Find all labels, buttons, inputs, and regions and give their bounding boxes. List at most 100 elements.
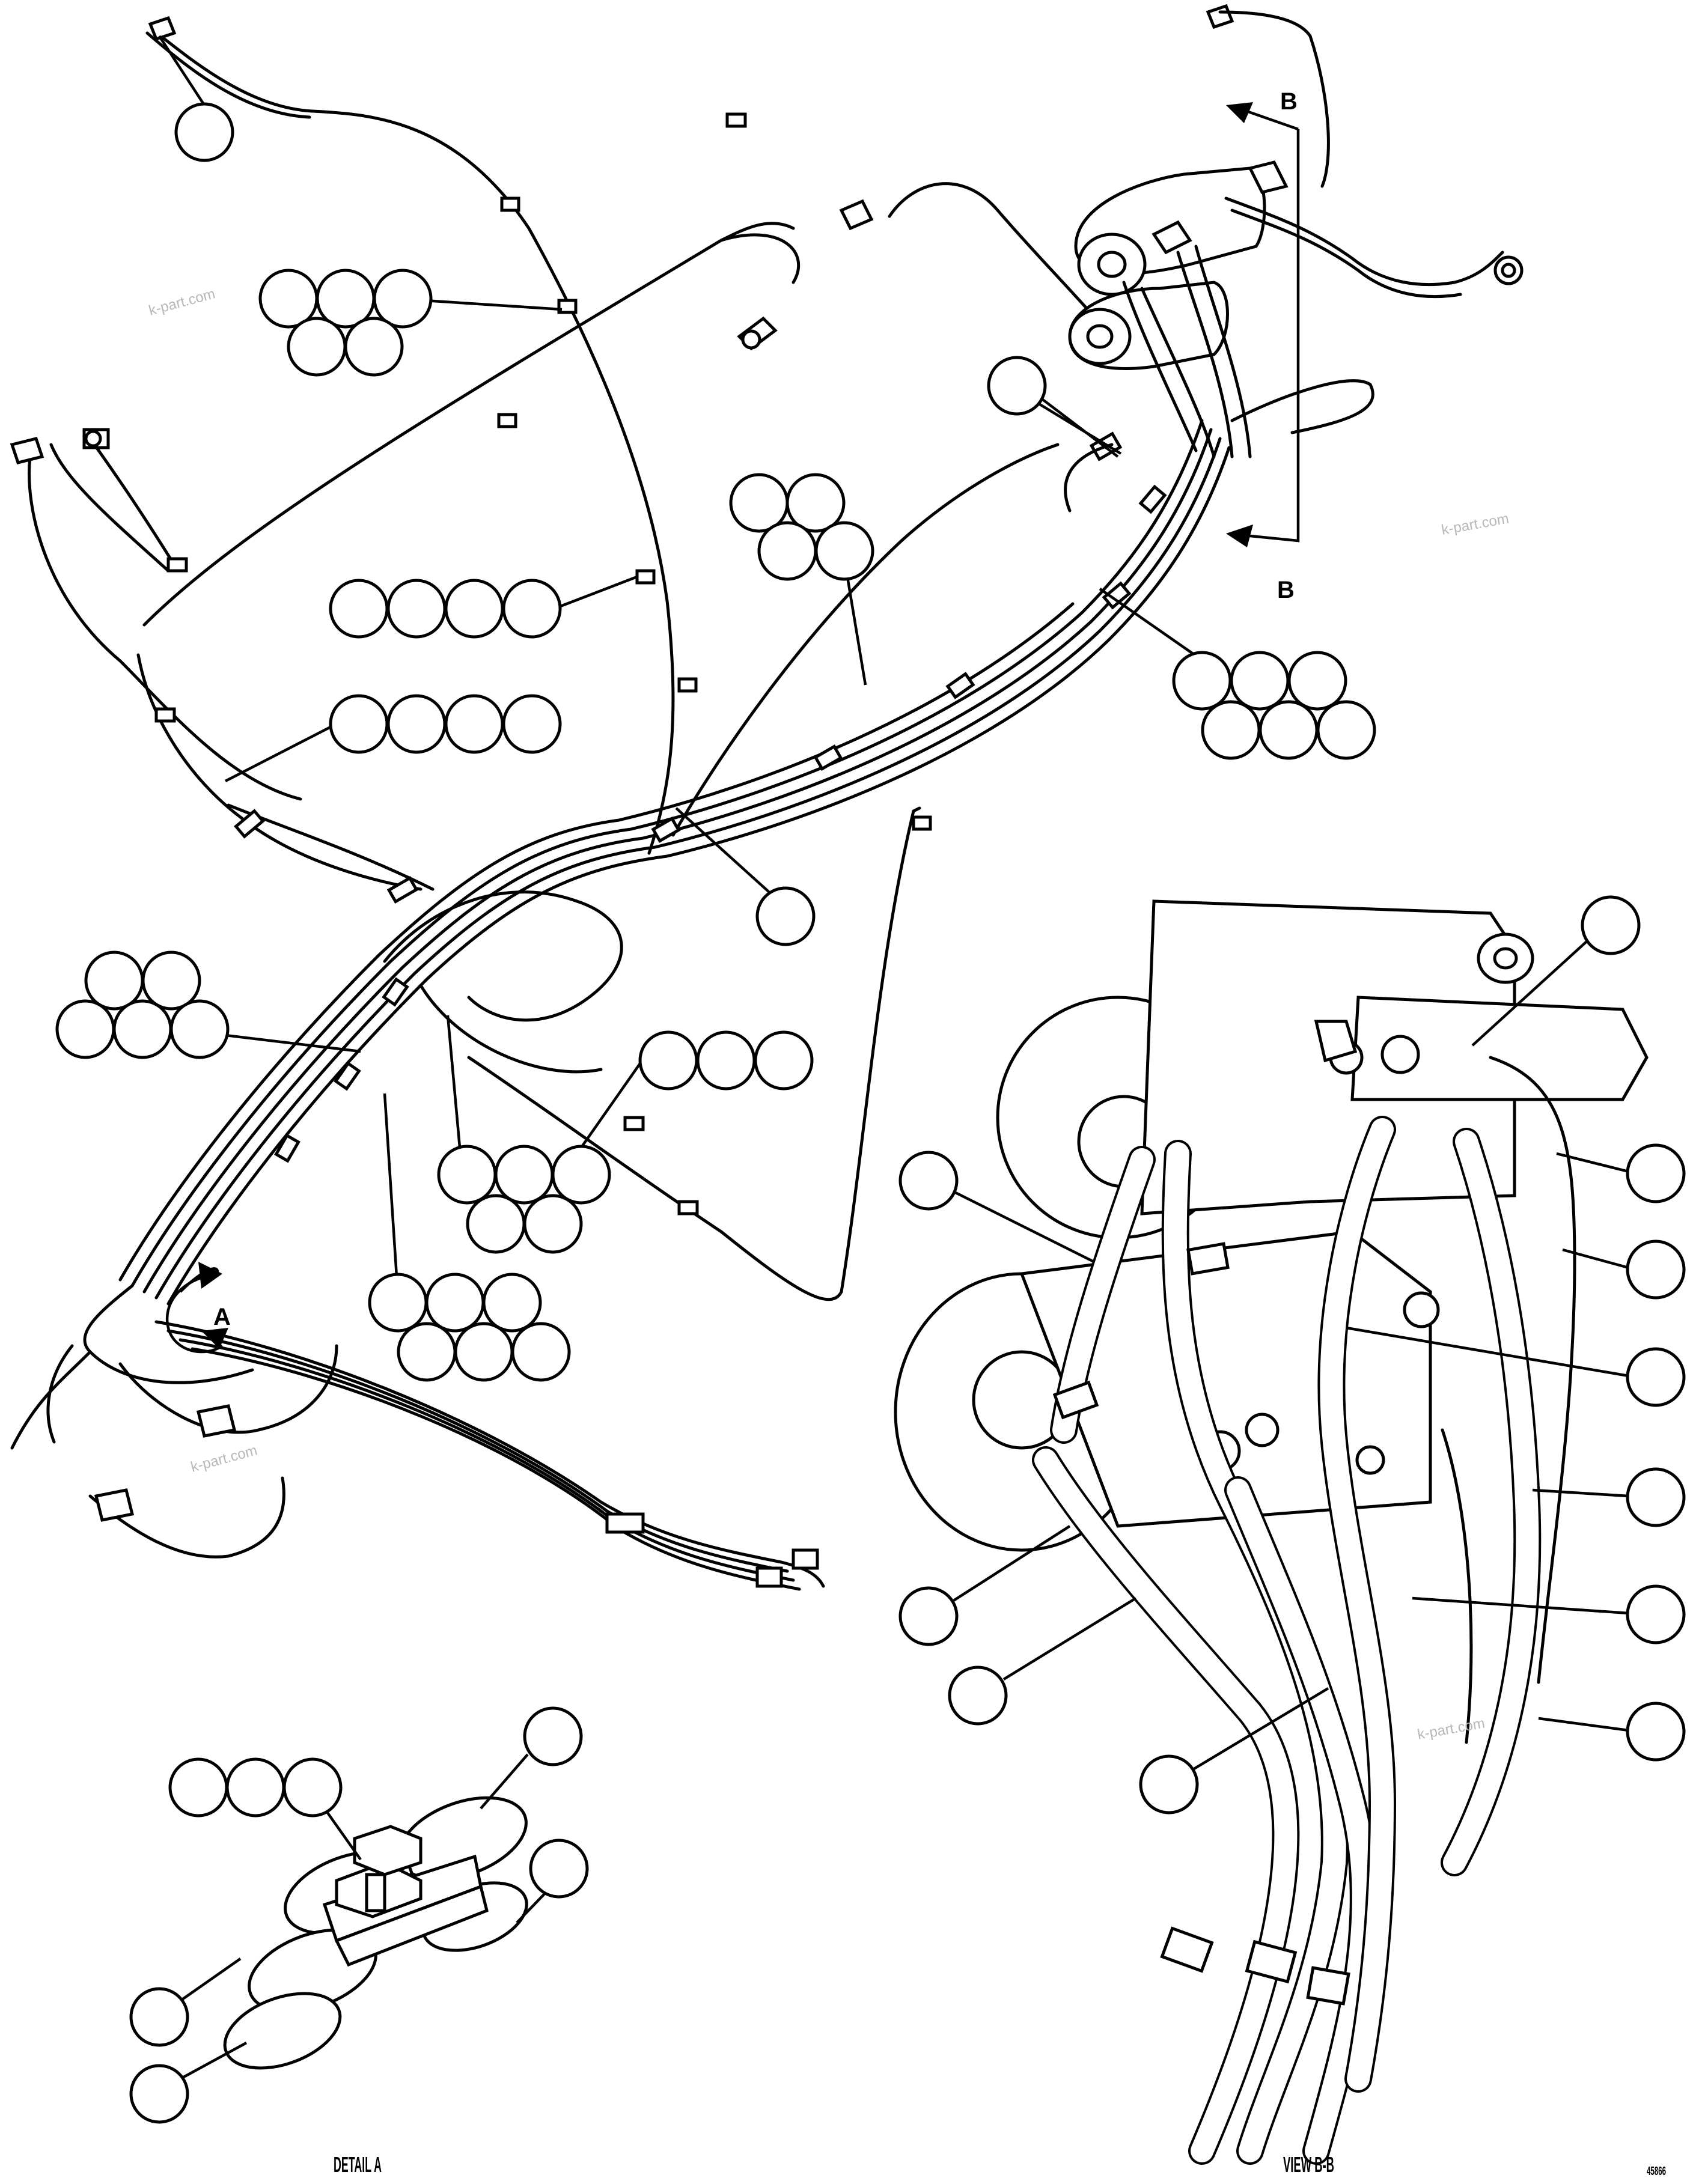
callout-balloon bbox=[141, 951, 201, 1011]
callout-balloon bbox=[1626, 1347, 1686, 1407]
callout-balloon bbox=[1581, 895, 1641, 955]
callout-balloon bbox=[1287, 651, 1347, 711]
callout-balloon bbox=[948, 1665, 1008, 1726]
section-label-b-top: B bbox=[1280, 88, 1298, 115]
callout-balloon bbox=[898, 1151, 959, 1211]
callout-balloon bbox=[785, 473, 846, 533]
detail-arrow-a: A bbox=[165, 1262, 231, 1354]
callout-balloon bbox=[287, 317, 347, 377]
callout-balloon bbox=[814, 521, 874, 581]
callout-balloon bbox=[1201, 700, 1261, 760]
callout-group-g20 bbox=[1556, 1143, 1686, 1203]
callout-group-g04 bbox=[224, 694, 562, 783]
callout-balloon bbox=[282, 1757, 343, 1817]
callout-group-g24 bbox=[1412, 1584, 1686, 1644]
starter-motor bbox=[1068, 160, 1289, 370]
detail-a bbox=[223, 1796, 528, 2070]
callout-balloon bbox=[1316, 700, 1376, 760]
callout-balloon bbox=[174, 102, 234, 162]
callout-balloon bbox=[511, 1322, 571, 1382]
callout-group-g18 bbox=[1471, 895, 1641, 1047]
callout-balloon bbox=[1626, 1143, 1686, 1203]
callout-balloon bbox=[1172, 651, 1232, 711]
starter-cables bbox=[1064, 10, 1504, 513]
callout-balloon bbox=[482, 1273, 542, 1333]
callout-group-g09 bbox=[55, 951, 361, 1059]
callout-balloon bbox=[129, 1987, 189, 2047]
callout-group-g21 bbox=[1562, 1240, 1686, 1300]
callout-group-g07 bbox=[1099, 588, 1376, 760]
callout-group-g01 bbox=[158, 35, 234, 162]
callout-balloon bbox=[1626, 1467, 1686, 1527]
callout-balloon bbox=[466, 1194, 526, 1254]
watermark-text: k-part.com bbox=[147, 285, 217, 318]
callout-balloon bbox=[344, 317, 404, 377]
callout-balloon bbox=[1139, 1754, 1199, 1814]
callout-balloon bbox=[437, 1145, 497, 1205]
callout-group-g05 bbox=[729, 473, 874, 686]
callout-balloon bbox=[502, 694, 562, 754]
callout-balloon bbox=[169, 999, 230, 1059]
callout-balloon bbox=[551, 1145, 611, 1205]
callout-balloon bbox=[1626, 1702, 1686, 1762]
callout-balloon bbox=[502, 579, 562, 639]
view-b-b bbox=[894, 899, 1649, 2165]
callout-group-g17 bbox=[129, 2042, 248, 2124]
callout-balloon bbox=[373, 269, 433, 329]
view-b-b-title: VIEW B-B bbox=[1283, 2152, 1334, 2177]
callout-group-g02 bbox=[258, 269, 563, 377]
connectors bbox=[10, 4, 1524, 1588]
detail-label-a: A bbox=[213, 1304, 231, 1330]
callout-balloon bbox=[754, 1030, 814, 1090]
callout-balloon bbox=[168, 1757, 228, 1817]
watermark-text: k-part.com bbox=[1440, 511, 1510, 538]
callout-group-g19 bbox=[898, 1151, 1095, 1264]
callout-group-g29 bbox=[1042, 398, 1119, 458]
callout-balloon bbox=[454, 1322, 514, 1382]
callout-balloon bbox=[987, 356, 1047, 416]
main-harness bbox=[10, 28, 1231, 1591]
callout-balloon bbox=[397, 1322, 457, 1382]
callout-balloon bbox=[757, 521, 817, 581]
callout-group-g28 bbox=[1139, 1687, 1329, 1814]
callout-group-g03 bbox=[329, 575, 638, 639]
callout-balloon bbox=[329, 694, 389, 754]
callout-balloon bbox=[444, 694, 504, 754]
callout-balloon bbox=[638, 1030, 698, 1090]
callout-balloon bbox=[494, 1145, 554, 1205]
callout-group-g11 bbox=[437, 1015, 611, 1254]
callout-balloon bbox=[523, 1706, 583, 1766]
figure-number: 45866 bbox=[1647, 2165, 1666, 2178]
callout-balloon bbox=[755, 886, 816, 946]
section-arrow-b: B B bbox=[1226, 88, 1300, 603]
callout-group-g15 bbox=[516, 1839, 589, 1924]
callout-balloon bbox=[84, 951, 144, 1011]
callout-balloon bbox=[523, 1194, 583, 1254]
callout-group-g16 bbox=[129, 1957, 242, 2047]
callout-balloon bbox=[898, 1586, 959, 1646]
callout-group-g25 bbox=[1538, 1702, 1686, 1762]
callout-group-g23 bbox=[1532, 1467, 1686, 1527]
callout-balloon bbox=[129, 2064, 189, 2124]
callout-balloon bbox=[1258, 700, 1319, 760]
callout-balloon bbox=[1230, 651, 1290, 711]
callout-group-g13 bbox=[168, 1757, 362, 1861]
callout-balloon bbox=[329, 579, 389, 639]
harness-clips bbox=[154, 112, 1167, 1215]
callout-balloon bbox=[112, 999, 172, 1059]
watermark-text: k-part.com bbox=[1416, 1715, 1486, 1743]
callout-group-g22 bbox=[1346, 1326, 1686, 1407]
watermark-text: k-part.com bbox=[189, 1442, 259, 1475]
callouts bbox=[55, 35, 1686, 2124]
callout-balloon bbox=[386, 579, 447, 639]
callout-group-g26 bbox=[898, 1525, 1071, 1646]
callout-group-g10 bbox=[576, 1030, 814, 1155]
callout-group-g14 bbox=[480, 1706, 583, 1810]
callout-group-g08 bbox=[675, 807, 816, 946]
callout-balloon bbox=[444, 579, 504, 639]
callout-balloon bbox=[368, 1273, 428, 1333]
callout-balloon bbox=[425, 1273, 485, 1333]
callout-group-g12 bbox=[368, 1093, 571, 1382]
callout-balloon bbox=[55, 999, 115, 1059]
